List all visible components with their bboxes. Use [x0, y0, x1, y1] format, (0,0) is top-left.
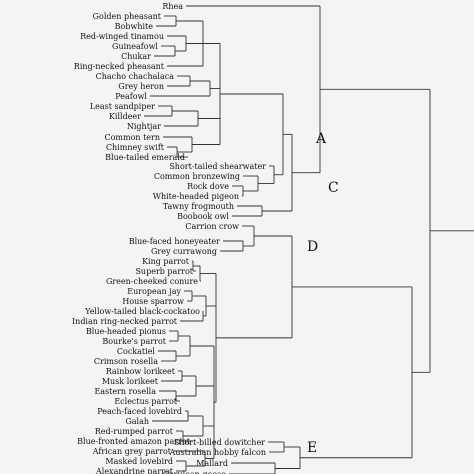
leaf-label: Peach-faced lovebird [97, 407, 182, 416]
leaf-label: Least sandpiper [90, 102, 155, 111]
leaf-label: Green-cheeked conure [106, 277, 198, 286]
leaf-label: Guineafowl [112, 42, 158, 51]
leaf-label: Cerulean goose [163, 470, 226, 474]
leaf-label: Eclectus parrot [114, 397, 177, 406]
leaf-label: Killdeer [109, 112, 141, 121]
leaf-label: Common tern [104, 133, 160, 142]
leaf-label: Grey currawong [151, 247, 217, 256]
leaf-label: Alexandrine parrot [95, 467, 174, 474]
leaf-label: Ring-necked pheasant [74, 62, 165, 71]
leaf-label: Rainbow lorikeet [106, 367, 176, 376]
leaf-label: Tawny frogmouth [163, 202, 234, 211]
leaf-label: Chacho chachalaca [96, 72, 175, 81]
leaf-label: Cockatiel [117, 347, 156, 356]
clade-label-d: D [307, 239, 318, 255]
leaf-label: African grey parrot [92, 447, 172, 456]
leaf-label: Musk lorikeet [102, 377, 159, 386]
leaf-label: Blue-faced honeyeater [129, 237, 220, 246]
leaf-label: Australian hobby falcon [169, 448, 266, 457]
leaf-label: Boobook owl [177, 212, 229, 221]
clade-label-a: A [315, 131, 327, 147]
leaf-label: Carrion crow [185, 222, 239, 231]
leaf-label: Superb parrot [135, 267, 193, 276]
leaf-label: European jay [127, 287, 181, 296]
leaf-label: Yellow-tailed black-cockatoo [84, 307, 200, 316]
leaf-label: Indian ring-necked parrot [72, 317, 178, 326]
clade-label-e: E [307, 440, 317, 456]
clade-labels: A C D E [307, 131, 339, 456]
leaf-label: Bourke's parrot [102, 337, 166, 346]
leaf-label: Masked lovebird [105, 457, 173, 466]
leaf-label: Golden pheasant [93, 12, 162, 21]
leaf-label: Chimney swift [106, 143, 165, 152]
leaf-label: House sparrow [122, 297, 184, 306]
leaf-label: Rhea [162, 2, 183, 11]
leaf-label: Mallard [196, 459, 228, 468]
leaf-label: Common bronzewing [154, 172, 240, 181]
leaf-label: Blue-fronted amazon parrot [77, 437, 191, 446]
tree-branches [144, 5, 474, 474]
leaf-label: Crimson rosella [94, 357, 158, 366]
leaf-label: Red-rumped parrot [95, 427, 174, 436]
leaf-label: Bobwhite [115, 22, 154, 31]
leaf-label: Red-winged tinamou [80, 32, 164, 41]
clade-label-c: C [328, 180, 339, 196]
leaf-label: Nightjar [127, 122, 161, 131]
leaf-label: White-headed pigeon [153, 192, 239, 201]
leaf-label: Galah [125, 417, 149, 426]
leaf-label: Eastern rosella [94, 387, 156, 396]
leaf-label: Blue-tailed emerald [105, 153, 185, 162]
leaf-label: Short-tailed shearwater [169, 162, 266, 171]
leaf-label: Short-billed dowitcher [174, 438, 265, 447]
leaf-label: Peafowl [115, 92, 147, 101]
leaf-label: King parrot [142, 257, 190, 266]
leaf-label: Blue-headed pionus [86, 327, 166, 336]
leaf-label: Grey heron [118, 82, 164, 91]
leaf-label: Rock dove [187, 182, 229, 191]
leaf-label: Chukar [121, 52, 151, 61]
